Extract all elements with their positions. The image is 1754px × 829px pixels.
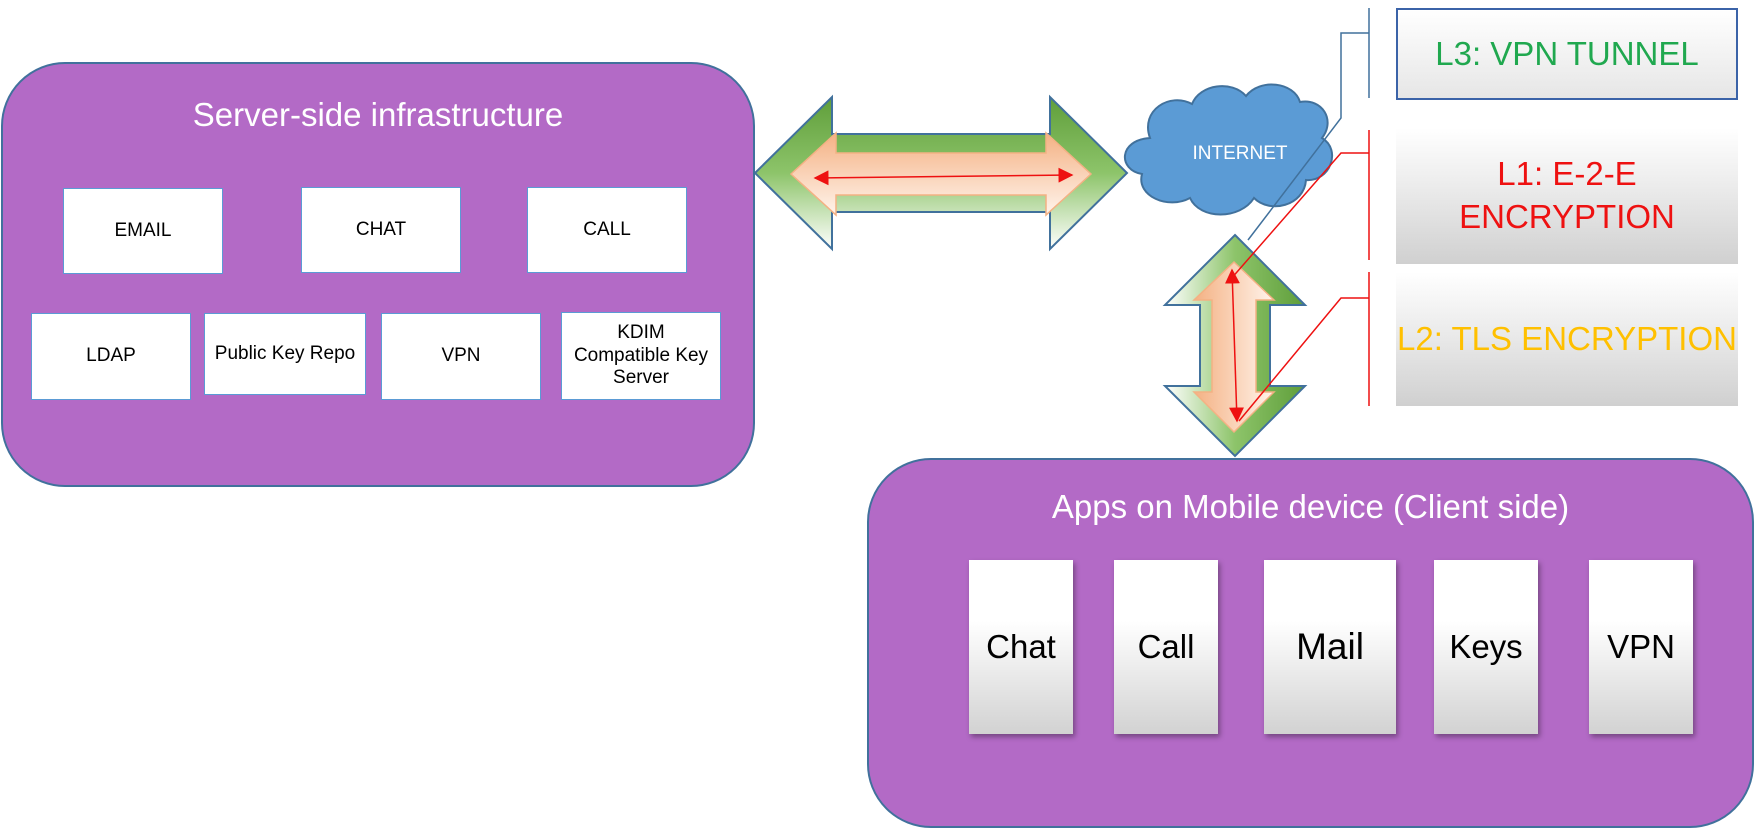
- call-box: CALL: [527, 187, 687, 273]
- l3-connector: [1247, 8, 1370, 241]
- server-side-panel: Server-side infrastructure: [1, 62, 755, 487]
- chat-box: CHAT: [301, 187, 461, 273]
- internet-label: INTERNET: [1192, 143, 1288, 164]
- kdim-key-server-box: KDIM Compatible Key Server: [561, 312, 721, 400]
- l2-tls-encryption-label: L2: TLS ENCRYPTION: [1396, 272, 1738, 406]
- app-card-vpn: VPN: [1589, 560, 1693, 734]
- l1-e2e-encryption-label: L1: E-2-E ENCRYPTION: [1396, 128, 1738, 264]
- internet-mobile-arrow: [1162, 233, 1308, 458]
- l1-label-line1: L1: E-2-E: [1497, 155, 1637, 193]
- app-card-mail: Mail: [1264, 560, 1396, 734]
- vpn-box: VPN: [381, 313, 541, 400]
- l1-label-line2: ENCRYPTION: [1459, 198, 1675, 235]
- app-card-call: Call: [1114, 560, 1218, 734]
- l1-connector: [1229, 130, 1370, 281]
- public-key-repo-box: Public Key Repo: [204, 313, 366, 395]
- client-panel-title: Apps on Mobile device (Client side): [1051, 488, 1570, 525]
- server-panel-title: Server-side infrastructure: [192, 96, 564, 133]
- server-internet-arrow: [753, 94, 1129, 252]
- ldap-box: LDAP: [31, 313, 191, 400]
- l2-connector: [1238, 272, 1370, 422]
- app-card-keys: Keys: [1434, 560, 1538, 734]
- email-box: EMAIL: [63, 188, 223, 274]
- l3-vpn-tunnel-label: L3: VPN TUNNEL: [1396, 8, 1738, 100]
- app-card-chat: Chat: [969, 560, 1073, 734]
- internet-cloud-icon: [1124, 83, 1333, 216]
